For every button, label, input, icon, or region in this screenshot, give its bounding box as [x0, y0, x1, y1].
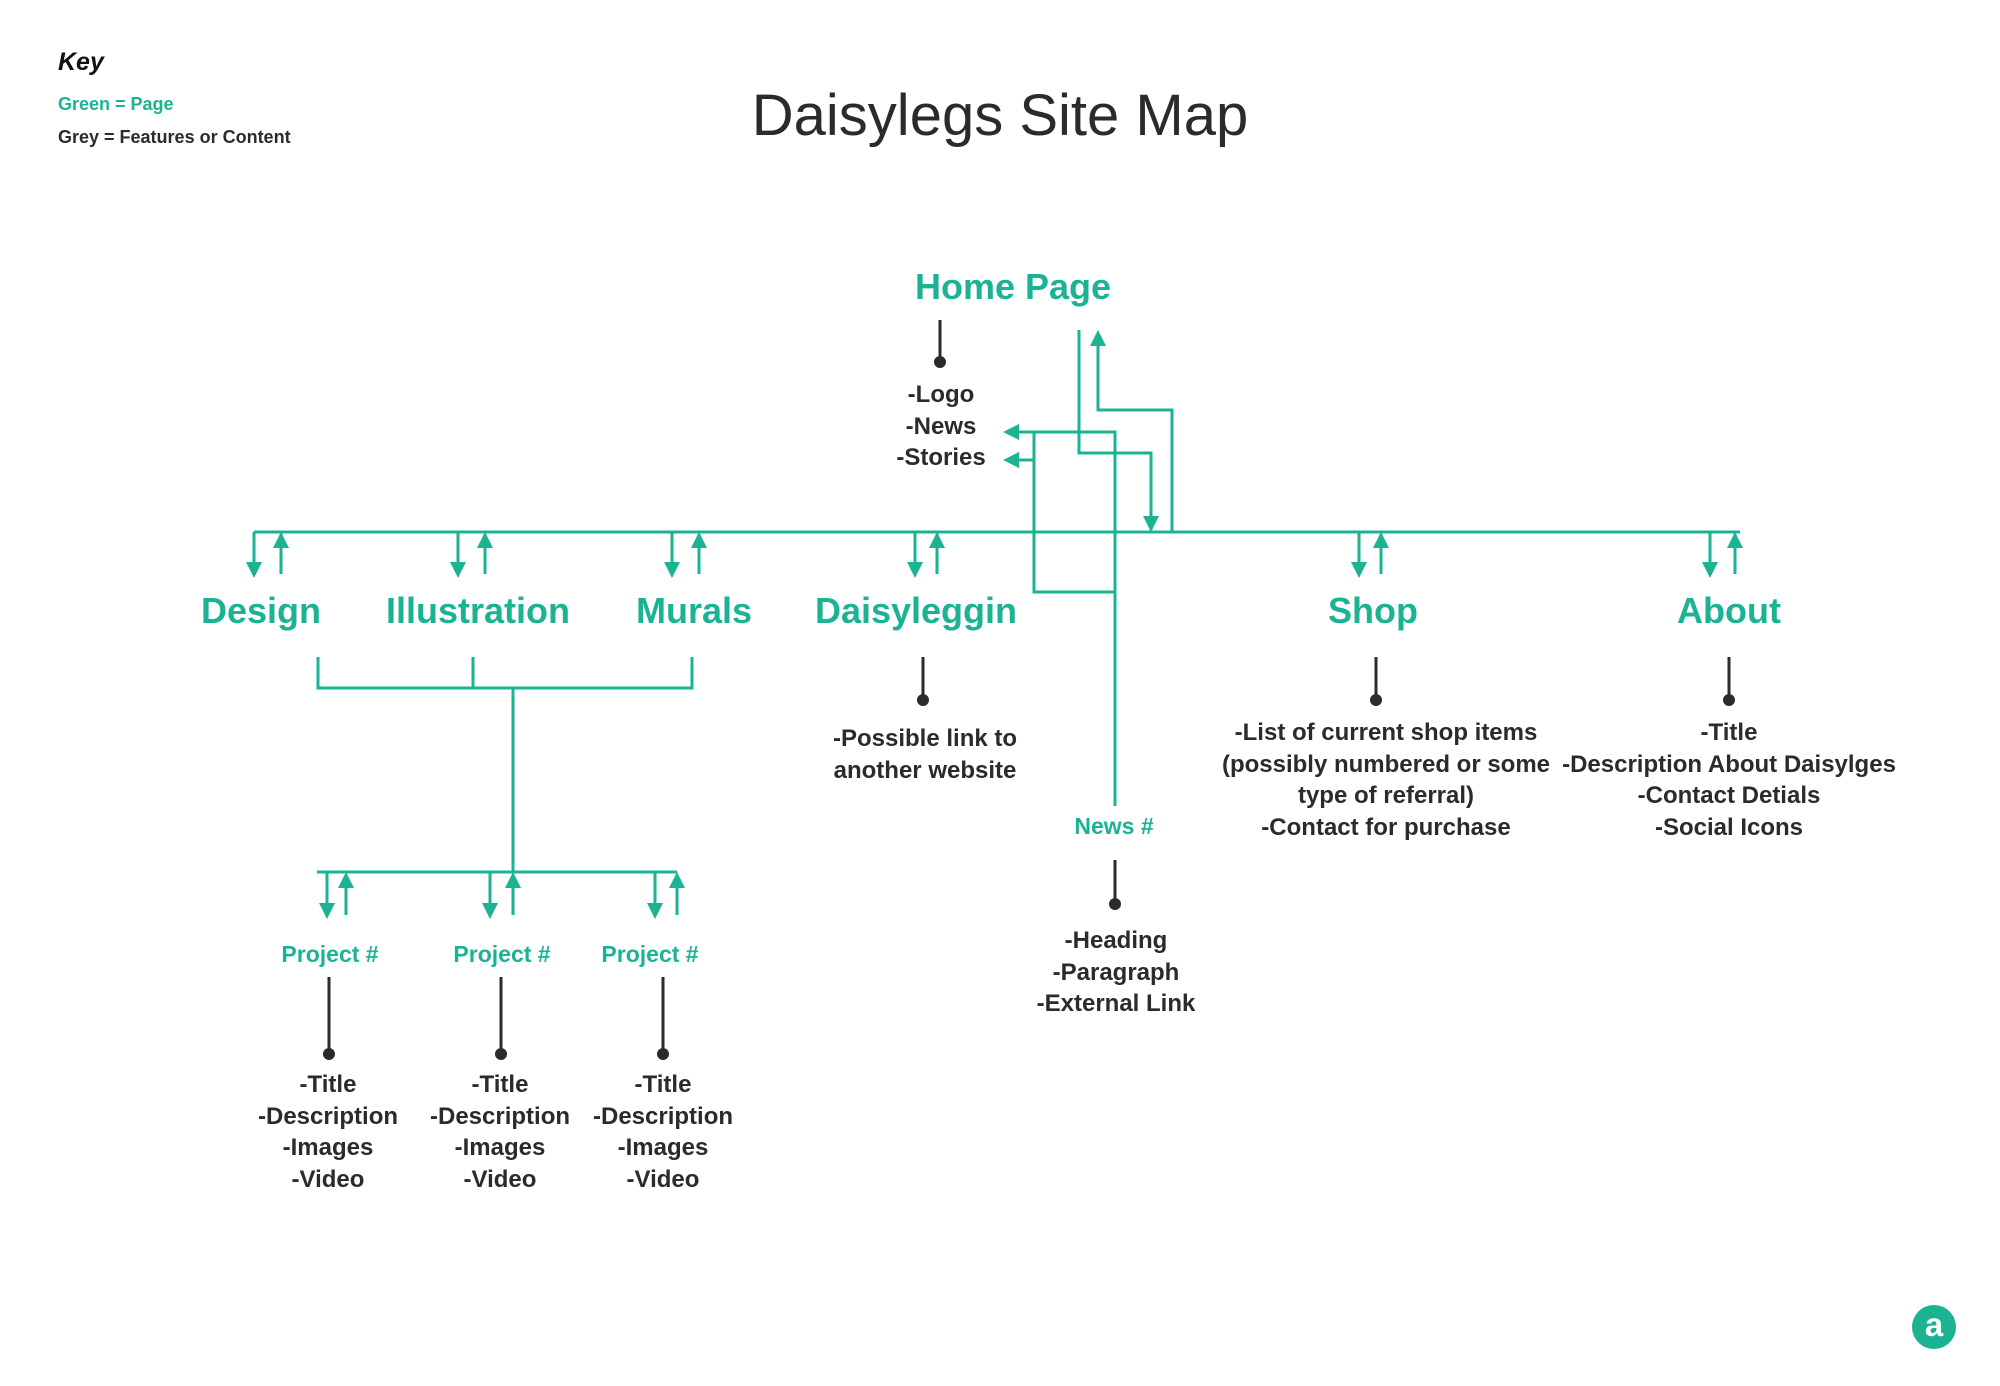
- list-item: -Title: [299, 1071, 357, 1098]
- news-content-list: -Heading -Paragraph -External Link: [1037, 925, 1196, 1020]
- page-shop: Shop: [1328, 590, 1418, 631]
- page-project-1: Project #: [281, 941, 379, 967]
- page-daisyleggin: Daisyleggin: [814, 590, 1018, 631]
- news-branch-connector-a: [1019, 430, 1117, 590]
- diagram-title: Daisylegs Site Map: [751, 83, 1249, 148]
- list-item: -Video: [463, 1165, 537, 1193]
- list-item: -Images: [282, 1134, 374, 1161]
- page-design: Design: [200, 590, 322, 631]
- list-item: -Contact Detials: [1637, 782, 1821, 809]
- page-news: News #: [1074, 813, 1154, 839]
- list-item: type of referral): [1297, 782, 1475, 809]
- page-project-3: Project #: [601, 941, 699, 967]
- key-title: Key: [58, 48, 104, 76]
- page-connectors: [252, 330, 1740, 915]
- gallery-bracket: [316, 657, 694, 690]
- home-up-connector: [1096, 335, 1174, 532]
- page-project-2: Project #: [453, 941, 551, 967]
- list-item: -Heading: [1064, 927, 1168, 954]
- list-item: -Images: [454, 1134, 546, 1161]
- list-item: -Video: [291, 1165, 365, 1193]
- list-item: -External Link: [1036, 990, 1196, 1017]
- arrowheads: [246, 330, 1743, 919]
- list-item: -Title: [471, 1071, 529, 1098]
- list-item: -Title: [634, 1071, 692, 1098]
- list-item: another website: [833, 756, 1017, 784]
- project-1-content-list: -Title -Description -Images -Video: [258, 1069, 398, 1195]
- project-2-content-list: -Title -Description -Images -Video: [430, 1069, 570, 1195]
- about-content-list: -Title -Description About Daisylges -Con…: [1562, 717, 1896, 843]
- a-logo-icon: a: [1912, 1305, 1956, 1349]
- daisyleggin-content-list: -Possible link to another website: [833, 723, 1017, 786]
- list-item: -Social Icons: [1654, 813, 1804, 841]
- list-item: -Description About Daisylges: [1562, 750, 1896, 778]
- list-item: -Logo: [907, 381, 975, 408]
- list-item: -Images: [617, 1134, 709, 1161]
- page-about: About: [1677, 590, 1781, 631]
- list-item: -Description: [429, 1102, 571, 1130]
- list-item: -List of current shop items: [1234, 719, 1538, 746]
- page-illustration: Illustration: [385, 590, 571, 631]
- list-item: -Contact for purchase: [1261, 813, 1511, 841]
- list-item: -News: [905, 412, 977, 440]
- project-3-content-list: -Title -Description -Images -Video: [593, 1069, 733, 1195]
- list-item: -Possible link to: [832, 725, 1018, 752]
- list-item: -Paragraph: [1052, 958, 1180, 986]
- list-item: -Video: [626, 1165, 700, 1193]
- shop-content-list: -List of current shop items (possibly nu…: [1222, 717, 1550, 843]
- list-item: -Stories: [896, 444, 986, 471]
- page-murals: Murals: [635, 590, 753, 631]
- list-item: (possibly numbered or some: [1221, 750, 1551, 778]
- home-content-list: -Logo -News -Stories: [896, 379, 985, 474]
- key-green-label: Green = Page: [58, 94, 174, 114]
- list-item: -Title: [1700, 719, 1758, 746]
- list-item: -Description: [257, 1102, 399, 1130]
- content-stems: [323, 320, 1735, 1060]
- news-branch-connector-c: [1032, 460, 1115, 594]
- key-grey-label: Grey = Features or Content: [58, 127, 291, 147]
- page-home: Home Page: [914, 266, 1112, 307]
- news-branch-connector-b: [1019, 432, 1036, 462]
- list-item: -Description: [592, 1102, 734, 1130]
